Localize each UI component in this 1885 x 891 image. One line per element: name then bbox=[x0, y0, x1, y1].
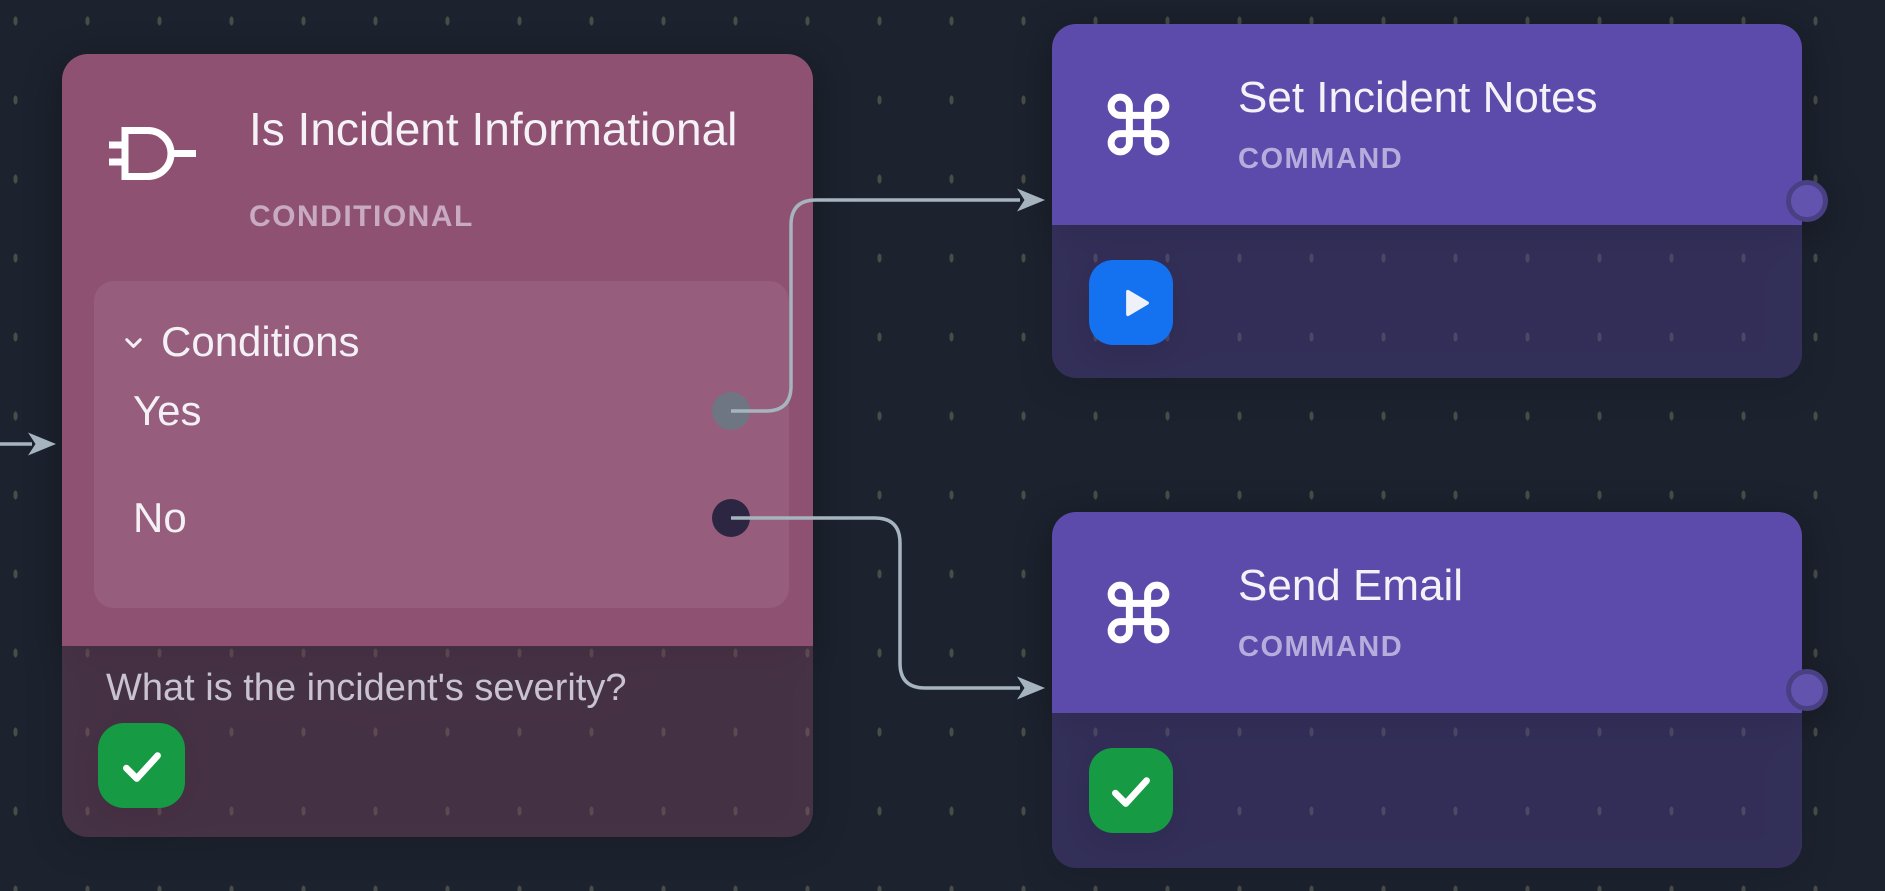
command-icon bbox=[1101, 576, 1176, 649]
branch-row-yes: Yes bbox=[94, 389, 789, 433]
arrowhead-icon bbox=[28, 432, 56, 456]
edge-incoming[interactable] bbox=[0, 432, 56, 456]
conditional-node-footer: What is the incident's severity? bbox=[62, 646, 813, 837]
command-node-header: Send Email COMMAND bbox=[1052, 512, 1802, 713]
node-command-send-email[interactable]: Send Email COMMAND bbox=[1052, 512, 1828, 868]
conditions-collapse-toggle[interactable]: Conditions bbox=[120, 321, 359, 363]
logic-gate-icon bbox=[107, 127, 198, 180]
conditional-node-header: Is Incident Informational CONDITIONAL Co… bbox=[62, 54, 813, 646]
command-node-header: Set Incident Notes COMMAND bbox=[1052, 24, 1802, 225]
branch-row-no: No bbox=[94, 496, 789, 540]
conditions-panel: Conditions Yes No bbox=[94, 281, 789, 608]
check-icon bbox=[117, 741, 167, 791]
node-title: Is Incident Informational bbox=[249, 103, 738, 155]
node-type-label: CONDITIONAL bbox=[249, 200, 474, 233]
condition-question-text: What is the incident's severity? bbox=[106, 667, 627, 709]
chevron-down-icon bbox=[120, 329, 147, 356]
output-handle[interactable] bbox=[1786, 180, 1828, 222]
node-title: Send Email bbox=[1238, 561, 1464, 610]
play-icon bbox=[1113, 282, 1155, 324]
node-type-label: COMMAND bbox=[1238, 631, 1404, 663]
arrowhead-icon bbox=[1017, 676, 1045, 700]
node-type-label: COMMAND bbox=[1238, 143, 1404, 175]
command-node-footer bbox=[1052, 713, 1802, 868]
run-step-button[interactable] bbox=[1089, 260, 1173, 345]
source-handle-yes[interactable] bbox=[712, 392, 750, 430]
check-icon bbox=[1106, 766, 1156, 816]
branch-label-no: No bbox=[133, 494, 187, 541]
node-command-set-incident-notes[interactable]: Set Incident Notes COMMAND bbox=[1052, 24, 1828, 378]
branch-label-yes: Yes bbox=[133, 387, 202, 434]
status-success-button[interactable] bbox=[1089, 748, 1173, 833]
status-success-button[interactable] bbox=[98, 723, 185, 808]
source-handle-no[interactable] bbox=[712, 499, 750, 537]
node-title: Set Incident Notes bbox=[1238, 73, 1598, 122]
node-conditional-is-incident-informational[interactable]: Is Incident Informational CONDITIONAL Co… bbox=[62, 54, 813, 837]
arrowhead-icon bbox=[1017, 188, 1045, 212]
command-node-footer bbox=[1052, 225, 1802, 378]
output-handle[interactable] bbox=[1786, 669, 1828, 711]
conditions-header-label: Conditions bbox=[161, 318, 360, 365]
command-icon bbox=[1101, 88, 1176, 161]
